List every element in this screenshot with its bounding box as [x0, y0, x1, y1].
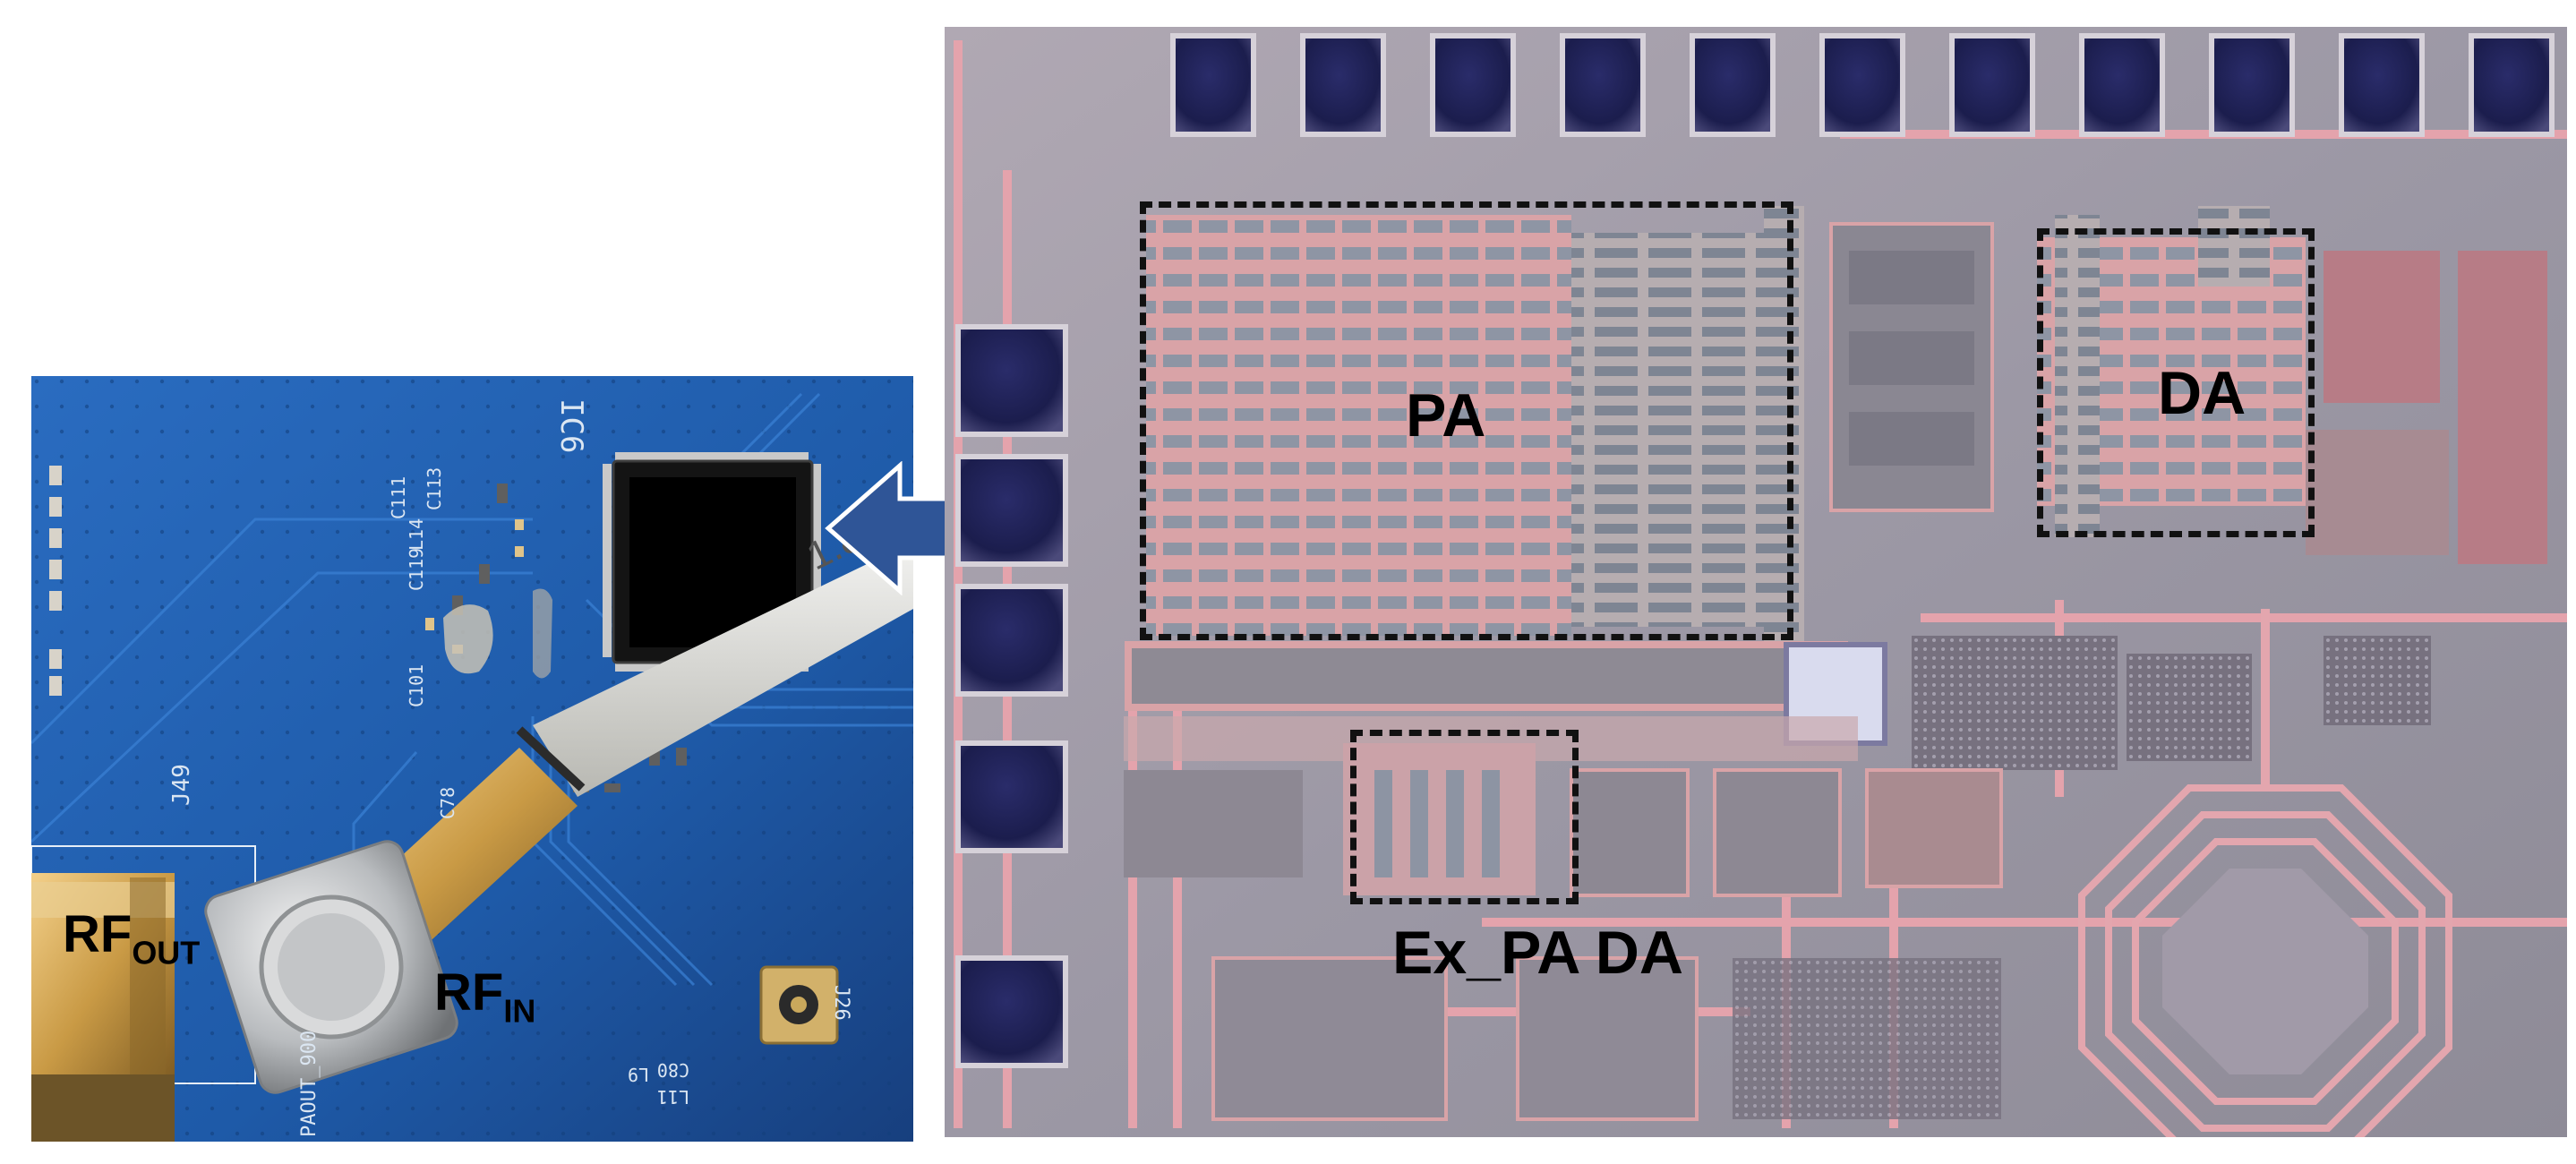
silk-j49: J49 [168, 764, 195, 806]
die-micrograph: PA DA Ex_PA DA [945, 27, 2567, 1137]
ex-pa-da-region-box [1350, 730, 1579, 904]
silk-c80: C80 [656, 1059, 689, 1081]
ex-pa-da-label: Ex_PA DA [1392, 919, 1683, 987]
da-label: DA [2158, 359, 2247, 427]
rf-in-sub: IN [503, 992, 536, 1030]
silk-j26: J26 [830, 985, 852, 1021]
silk-c111: C111 [388, 475, 409, 519]
silk-c119: C119 [406, 547, 427, 591]
da-region-box [2037, 228, 2315, 537]
silk-l14: L14 [406, 518, 427, 551]
rf-out-sub: OUT [132, 934, 201, 971]
rf-in-main: RF [434, 963, 504, 1022]
rf-out-main: RF [63, 905, 133, 963]
silk-paout: PAOUT_900 [298, 1030, 321, 1137]
silk-c78: C78 [437, 786, 458, 819]
pa-region-box [1140, 201, 1793, 640]
silk-c101: C101 [406, 663, 427, 707]
rf-in-label: RFIN [434, 967, 535, 1028]
rf-out-label: RFOUT [63, 909, 200, 970]
pcb-photo-graphic [31, 376, 913, 1142]
pa-label: PA [1406, 381, 1486, 449]
silk-l9: L9 [627, 1064, 649, 1085]
pcb-photo: IC6 J49 PAOUT_900 J26 C113 C111 C119 L14… [31, 376, 913, 1142]
die-micrograph-graphic [945, 27, 2567, 1137]
silk-c113: C113 [424, 466, 445, 510]
silk-l11: L11 [656, 1086, 689, 1108]
silk-ic6: IC6 [553, 398, 589, 454]
